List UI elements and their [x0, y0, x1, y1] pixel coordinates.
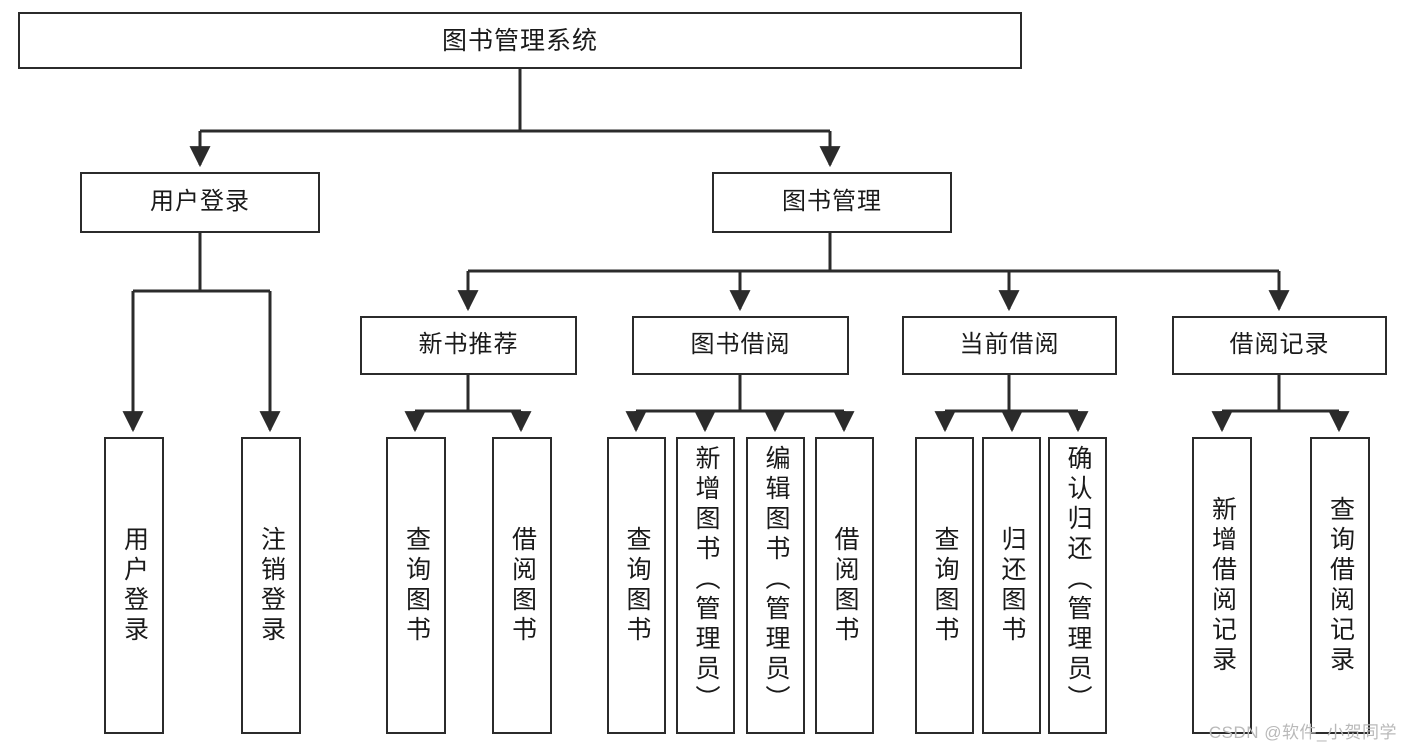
node-book-management-label: 图书管理 — [782, 188, 882, 216]
node-new-book-recommend[interactable]: 新书推荐 — [360, 316, 577, 375]
leaf-label: 查询借阅记录 — [1326, 495, 1355, 676]
node-book-borrow-label: 图书借阅 — [690, 331, 791, 359]
node-borrow-record[interactable]: 借阅记录 — [1172, 316, 1387, 375]
node-user-login[interactable]: 用户登录 — [80, 172, 320, 233]
leaf-label: 编辑图书（管理员） — [762, 445, 790, 715]
leaf-new-book-borrow[interactable]: 借阅图书 — [492, 437, 552, 734]
leaf-label: 借阅图书 — [831, 525, 859, 646]
node-root[interactable]: 图书管理系统 — [18, 12, 1022, 69]
leaf-user-login-login[interactable]: 用户登录 — [104, 437, 164, 734]
leaf-new-book-query[interactable]: 查询图书 — [386, 437, 446, 734]
leaf-label: 查询图书 — [623, 525, 651, 646]
watermark: CSDN @软件_小贺同学 — [1208, 723, 1397, 742]
leaf-label: 归还图书 — [998, 525, 1026, 646]
leaf-current-query-book[interactable]: 查询图书 — [915, 437, 974, 734]
node-root-label: 图书管理系统 — [441, 26, 598, 55]
leaf-borrow-edit-book-admin[interactable]: 编辑图书（管理员） — [746, 437, 805, 734]
leaf-label: 用户登录 — [120, 525, 149, 646]
leaf-current-confirm-return-admin[interactable]: 确认归还（管理员） — [1048, 437, 1107, 734]
leaf-borrow-add-book-admin[interactable]: 新增图书（管理员） — [676, 437, 735, 734]
node-borrow-record-label: 借阅记录 — [1229, 331, 1330, 359]
leaf-label: 查询图书 — [931, 525, 959, 646]
node-current-borrow-label: 当前借阅 — [959, 331, 1060, 359]
leaf-label: 新增图书（管理员） — [692, 445, 720, 715]
node-book-management[interactable]: 图书管理 — [712, 172, 952, 233]
leaf-borrow-borrow-book[interactable]: 借阅图书 — [815, 437, 874, 734]
node-book-borrow[interactable]: 图书借阅 — [632, 316, 849, 375]
leaf-label: 注销登录 — [257, 525, 286, 646]
leaf-label: 查询图书 — [402, 525, 431, 646]
leaf-current-return-book[interactable]: 归还图书 — [982, 437, 1041, 734]
leaf-label: 确认归还（管理员） — [1064, 445, 1092, 715]
leaf-user-login-logout[interactable]: 注销登录 — [241, 437, 301, 734]
leaf-record-add-record[interactable]: 新增借阅记录 — [1192, 437, 1252, 734]
node-new-book-recommend-label: 新书推荐 — [418, 331, 519, 359]
leaf-borrow-query-book[interactable]: 查询图书 — [607, 437, 666, 734]
leaf-label: 新增借阅记录 — [1208, 495, 1237, 676]
node-user-login-label: 用户登录 — [150, 188, 250, 216]
leaf-record-query-record[interactable]: 查询借阅记录 — [1310, 437, 1370, 734]
node-current-borrow[interactable]: 当前借阅 — [902, 316, 1117, 375]
leaf-label: 借阅图书 — [508, 525, 537, 646]
